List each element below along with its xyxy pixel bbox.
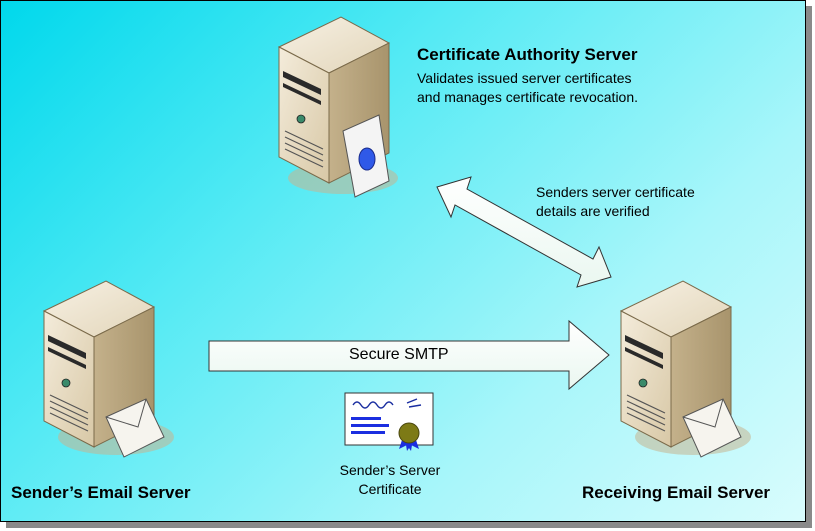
receiver-envelope-icon: [682, 398, 742, 458]
diagram-canvas: Certificate Authority Server Validates i…: [0, 0, 806, 522]
sender-certificate-icon: [344, 392, 434, 451]
ca-description-line-1: Validates issued server certificates: [417, 70, 632, 86]
certificate-caption-line-1: Sender’s Server: [339, 462, 441, 478]
certificate-caption-line-2: Certificate: [358, 481, 422, 497]
smtp-right-arrow-icon: [208, 319, 610, 391]
diagram-graphics: [42, 16, 751, 458]
verify-label-line-1: Senders server certificate: [536, 184, 695, 200]
sender-envelope-icon: [105, 398, 165, 458]
verify-double-arrow-icon: [436, 176, 612, 288]
ca-server-icon: [277, 16, 398, 198]
receiver-server-icon: [619, 280, 751, 458]
verify-label-line-2: details are verified: [536, 203, 650, 219]
ca-title: Certificate Authority Server: [417, 45, 638, 64]
ca-certificate-icon: [342, 114, 390, 198]
receiver-server-label: Receiving Email Server: [582, 483, 771, 502]
sender-server-icon: [42, 280, 174, 458]
sender-server-label: Sender’s Email Server: [11, 483, 191, 502]
smtp-label: Secure SMTP: [349, 346, 449, 363]
ca-description-line-2: and manages certificate revocation.: [417, 89, 639, 105]
